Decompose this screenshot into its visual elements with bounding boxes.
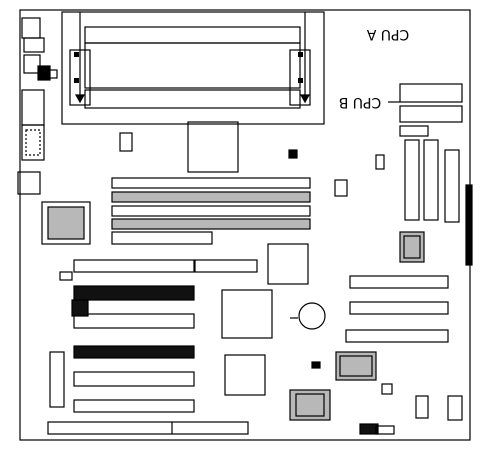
- io-chip: [41, 201, 91, 245]
- io-connectors: [17, 17, 58, 195]
- south-bridge-chip: [267, 243, 309, 285]
- cpu-a-slot: [84, 26, 301, 44]
- cpu-a-retention-right: [289, 49, 311, 106]
- memory-slots: [111, 177, 311, 245]
- small-chip: [288, 149, 298, 159]
- cpu-slot-block: [61, 11, 325, 125]
- arrow-right-icon: [299, 94, 311, 104]
- ide-connectors: [345, 275, 449, 343]
- cpu-a-body: [84, 42, 301, 89]
- right-components: [334, 83, 473, 266]
- cpu-b-slot: [84, 89, 301, 109]
- expansion-slots: [49, 259, 258, 413]
- battery-icon: [298, 302, 326, 330]
- arrow-left-icon: [74, 94, 86, 104]
- cpu-b-label: CPU B: [339, 94, 382, 110]
- audio-chip: [335, 351, 377, 381]
- small-component: [119, 132, 133, 152]
- north-bridge-chip: [187, 121, 239, 173]
- agp-chip: [221, 289, 273, 339]
- clock-chip: [289, 389, 331, 421]
- bios-chip: [224, 354, 266, 396]
- bottom-slot: [47, 421, 249, 435]
- jumper: [359, 423, 379, 435]
- cpu-a-label: CPU A: [366, 26, 409, 42]
